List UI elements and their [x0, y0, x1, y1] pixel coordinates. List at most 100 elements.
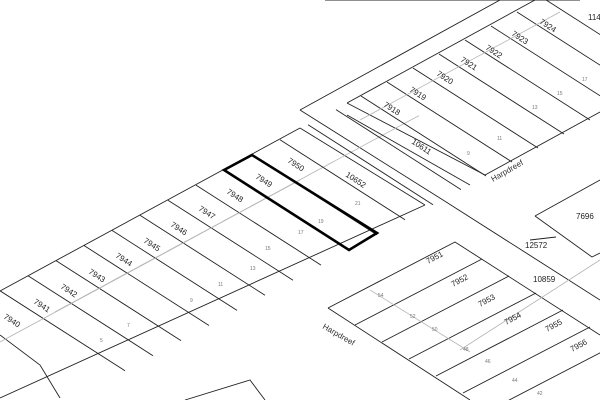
block-c-top-edge	[327, 241, 600, 336]
house-number: 54	[378, 293, 384, 299]
parcel-divider	[408, 292, 537, 360]
lot-label: 7923	[510, 29, 530, 47]
lot-label: 7918	[382, 100, 402, 118]
parcel-7696-edge	[534, 179, 600, 217]
parcel-divider	[346, 114, 471, 186]
parcel-divider	[462, 326, 591, 394]
building-line	[359, 11, 561, 121]
street-label: Harpdreef	[321, 322, 357, 348]
lot-label: 7953	[477, 292, 497, 309]
house-number: 5	[100, 338, 103, 344]
parcel-divider	[516, 11, 600, 66]
parcel-divider	[307, 124, 434, 206]
lot-label: 114	[588, 13, 600, 22]
house-number: 46	[485, 359, 491, 365]
house-number: 9	[190, 298, 193, 304]
house-number: 44	[512, 378, 518, 384]
parcel-divider	[354, 258, 483, 326]
lot-label: 7956	[569, 337, 589, 354]
parcel-7696-edge	[534, 215, 600, 258]
building-line	[459, 259, 600, 351]
parcel-divider	[412, 67, 539, 149]
lot-label: 7951	[425, 249, 445, 266]
house-number: 21	[355, 201, 361, 207]
parcel-divider	[83, 245, 210, 326]
lot-label: 7944	[114, 251, 134, 269]
leader-line	[529, 236, 557, 241]
selected-parcel-outline[interactable]	[221, 153, 380, 252]
house-number: 17	[298, 230, 304, 236]
lot-label: 7919	[408, 85, 428, 103]
house-number: 7	[127, 323, 130, 329]
house-number: 13	[250, 266, 256, 272]
house-number: 15	[557, 91, 563, 97]
lot-label-selected[interactable]: 7949	[254, 172, 274, 190]
block-a-labels: 7940 7941 7942 7943 7944 7945 7946 7947 …	[2, 156, 368, 330]
house-number: 15	[265, 246, 271, 252]
building-line	[306, 160, 336, 177]
house-number: 19	[318, 219, 324, 225]
lot-label: 7922	[484, 43, 504, 61]
parcel-divider	[167, 199, 294, 281]
building-line	[334, 145, 364, 162]
lot-label: 7955	[544, 317, 564, 334]
block-b-top-edge	[346, 0, 536, 104]
house-number: 11	[218, 282, 223, 288]
lot-label: 12572	[525, 241, 548, 250]
lot-label: 7950	[286, 156, 306, 174]
parcel-divider	[195, 184, 322, 266]
lot-label: 10859	[533, 275, 556, 284]
building-line	[0, 179, 301, 343]
lot-label: 7941	[32, 297, 52, 315]
parcel-divider	[438, 53, 565, 135]
parcel-divider	[0, 290, 126, 372]
parcel-divider	[490, 25, 600, 97]
block-b-bottom-edge	[346, 102, 600, 176]
house-number: 50	[432, 327, 438, 333]
parcel-divider	[55, 260, 182, 341]
building-line	[362, 130, 392, 147]
road-edge	[442, 199, 600, 301]
lot-label: 7946	[169, 220, 189, 238]
lot-label: 7696	[576, 212, 594, 221]
road-edge	[299, 127, 426, 206]
parcel-divider	[435, 309, 564, 377]
block-c-left-edge	[327, 307, 471, 400]
lot-label: 7954	[503, 310, 523, 327]
road-edge	[299, 0, 501, 111]
parcel-divider	[545, 0, 600, 36]
house-number: 9	[467, 151, 470, 157]
parcel-divider	[386, 81, 513, 163]
parcel-divider	[508, 352, 600, 400]
building-line	[390, 115, 420, 131]
parcel-divider	[111, 230, 238, 311]
block-a-bottom-edge	[0, 204, 426, 399]
lot-label: 7940	[2, 312, 22, 330]
parcel-divider	[464, 39, 591, 121]
house-number: 13	[532, 105, 538, 111]
block-b-labels: 7918 7919 7920 7921 7922 7923 7924 10611…	[382, 13, 600, 157]
parcel-divider	[279, 139, 406, 221]
parcel-divider	[381, 275, 510, 343]
lot-label: 7947	[197, 204, 217, 222]
parcel-divider	[335, 109, 462, 190]
road-edge	[299, 109, 444, 201]
street-label: Harpdreef	[490, 158, 526, 184]
block-a-house-numbers: 21 19 17 15 13 11 9 7 5	[100, 201, 361, 344]
building-line	[369, 289, 471, 353]
parcel-divider	[360, 95, 487, 177]
house-number: 17	[582, 77, 588, 83]
parcel-divider	[139, 214, 266, 296]
parcel-line	[0, 334, 61, 399]
parcel-divider	[27, 275, 154, 357]
house-number: 11	[497, 136, 502, 142]
lot-label: 7948	[225, 187, 245, 205]
lot-label: 7921	[459, 55, 479, 73]
building-outline	[184, 379, 266, 400]
house-number: 42	[537, 391, 543, 397]
house-number: 52	[410, 314, 416, 320]
lot-label: 10652	[344, 170, 368, 190]
